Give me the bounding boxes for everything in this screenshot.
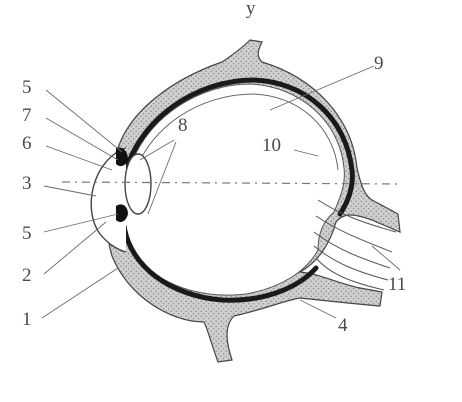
lens bbox=[125, 154, 151, 214]
label-10: 10 bbox=[262, 135, 281, 156]
top-cropped-text: y bbox=[246, 0, 256, 19]
label-5-upper: 5 bbox=[22, 77, 32, 98]
label-3: 3 bbox=[22, 173, 32, 194]
label-1: 1 bbox=[22, 309, 32, 330]
label-9: 9 bbox=[374, 53, 384, 74]
label-6: 6 bbox=[22, 133, 32, 154]
label-5-lower: 5 bbox=[22, 223, 32, 244]
label-7: 7 bbox=[22, 105, 32, 126]
label-8: 8 bbox=[178, 115, 188, 136]
label-2: 2 bbox=[22, 265, 32, 286]
label-4: 4 bbox=[338, 315, 348, 336]
label-11: 11 bbox=[388, 274, 406, 295]
